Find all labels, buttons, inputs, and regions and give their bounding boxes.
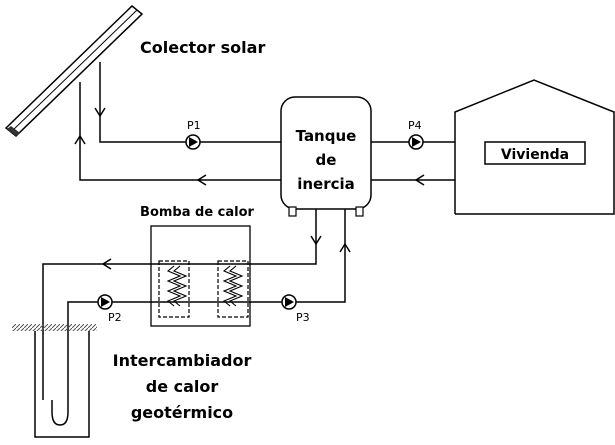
borehole	[34, 331, 90, 438]
dwelling-label: Vivienda	[501, 147, 569, 163]
dwelling-house	[454, 79, 615, 215]
buffer-tank	[280, 96, 372, 217]
exchanger-label-line1: Intercambiador	[113, 351, 252, 370]
arrow-down-tank-out	[310, 235, 322, 246]
arrow-left-collector-return	[196, 174, 207, 186]
pump-p3-label: P3	[296, 311, 310, 324]
tank-label-line2: de	[316, 151, 337, 169]
arrow-left-dwelling-return	[414, 174, 425, 186]
heat-pump-box	[150, 225, 251, 327]
arrow-left-geothermal	[101, 258, 112, 270]
heat-pump-exchangers	[158, 260, 249, 318]
pump-p3	[281, 294, 297, 310]
exchanger-label-line3: geotérmico	[131, 403, 233, 422]
exchanger-label-line2: de calor	[146, 377, 219, 396]
arrow-down-collector	[94, 107, 106, 118]
pump-p4	[408, 134, 424, 150]
arrow-up-tank-in	[339, 242, 351, 253]
pump-p2	[97, 294, 113, 310]
collector-label: Colector solar	[140, 38, 265, 57]
heat-pump-label: Bomba de calor	[140, 205, 255, 220]
tank-label-line1: Tanque	[296, 127, 357, 145]
arrow-up-collector	[74, 134, 86, 145]
collector-pipes	[79, 62, 290, 181]
geothermal-pipes	[42, 209, 346, 426]
pump-p1	[185, 134, 201, 150]
pump-p2-label: P2	[108, 311, 122, 324]
pump-p4-label: P4	[408, 119, 422, 132]
ground-surface	[12, 324, 97, 331]
tank-label-line3: inercia	[297, 175, 355, 193]
solar-collector-panel	[4, 5, 144, 137]
pump-p1-label: P1	[187, 119, 201, 132]
